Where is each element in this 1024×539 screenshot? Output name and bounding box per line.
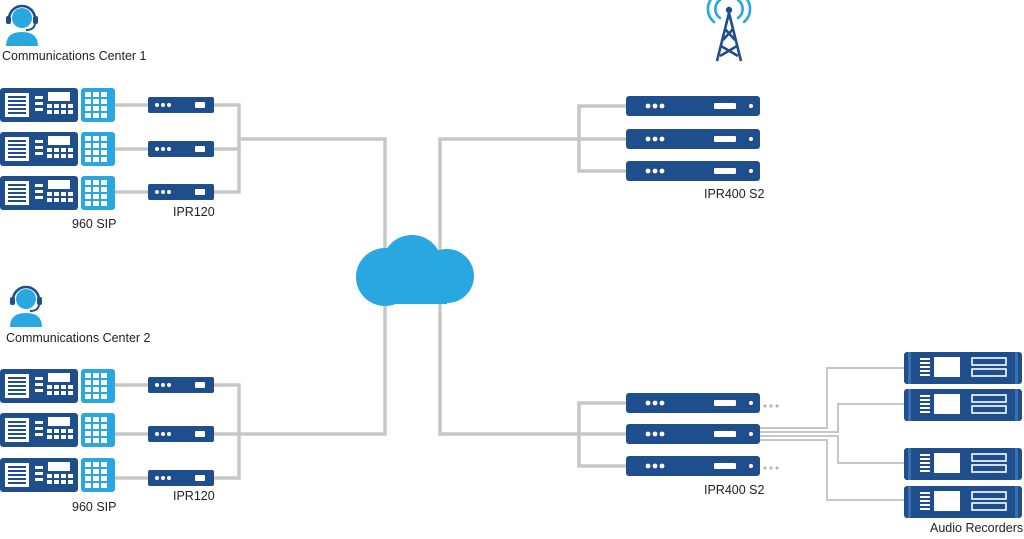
audio-recorder (903, 447, 1023, 481)
ipr400-label-top: IPR400 S2 (704, 187, 765, 201)
ipr120-unit (148, 426, 214, 442)
ipr400-unit (626, 129, 760, 149)
sip-label-bottom: 960 SIP (72, 500, 117, 514)
ipr120-unit (148, 184, 214, 200)
ipr120-label-top: IPR120 (173, 205, 215, 219)
ipr120-unit (148, 141, 214, 157)
sip-console (0, 369, 115, 403)
sip-console (0, 176, 115, 210)
audio-recorder (903, 351, 1023, 385)
ipr120-unit (148, 470, 214, 486)
audio-recorders-label: Audio Recorders (930, 521, 1024, 535)
radio-tower-icon (706, 0, 752, 62)
ipr120-unit (148, 97, 214, 113)
connection-lines (114, 103, 628, 480)
recorder-lines (760, 367, 904, 501)
ipr120-label-bottom: IPR120 (173, 489, 215, 503)
audio-recorder (903, 388, 1023, 422)
ipr400-unit (626, 456, 760, 476)
ipr400-unit (626, 96, 760, 116)
sip-console (0, 413, 115, 447)
operator-headset-icon (10, 285, 42, 327)
ipr400-unit (626, 161, 760, 181)
ipr120-unit (148, 377, 214, 393)
ipr400-unit (626, 393, 760, 413)
sip-console (0, 132, 115, 166)
ipr400-label-bottom: IPR400 S2 (704, 483, 765, 497)
more-dots-icon (763, 404, 779, 470)
center-1-label: Communications Center 1 (2, 49, 147, 63)
sip-console (0, 88, 115, 122)
center-2-label: Communications Center 2 (6, 331, 151, 345)
sip-console (0, 458, 115, 492)
network-cloud-icon (356, 235, 474, 306)
operator-headset-icon (6, 4, 38, 46)
ipr400-unit (626, 424, 760, 444)
audio-recorder (903, 485, 1023, 519)
sip-label-top: 960 SIP (72, 217, 117, 231)
